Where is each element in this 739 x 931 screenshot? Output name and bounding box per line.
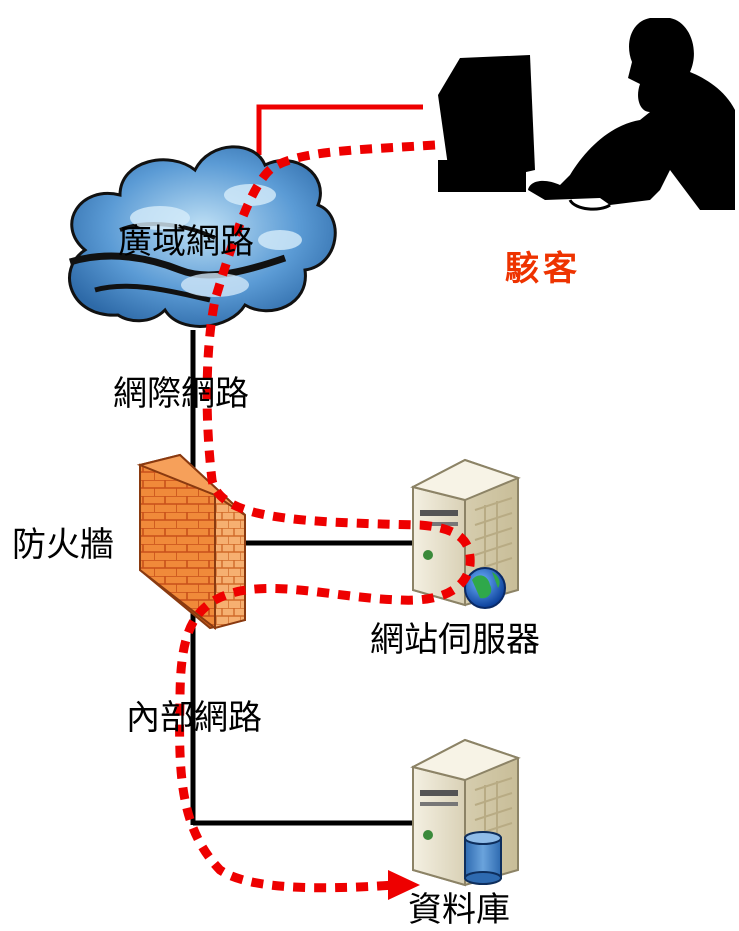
link-hacker-cloud [256, 104, 423, 155]
web-server-label: 網站伺服器 [370, 620, 540, 660]
wan-label: 廣域網路 [118, 222, 254, 262]
firewall-icon [136, 453, 246, 631]
attack-path [175, 140, 475, 893]
hacker-silhouette-icon [438, 18, 735, 211]
hacker-label: 駭客 [505, 249, 581, 289]
internal-network-label: 內部網路 [126, 698, 262, 738]
firewall-label: 防火牆 [12, 525, 114, 565]
attack-arrowhead [388, 870, 420, 900]
internet-label: 網際網路 [113, 374, 249, 414]
web-server-icon [410, 458, 521, 609]
database-cylinder-icon [464, 831, 502, 885]
database-label: 資料庫 [408, 890, 510, 930]
database-server-icon [410, 738, 521, 887]
